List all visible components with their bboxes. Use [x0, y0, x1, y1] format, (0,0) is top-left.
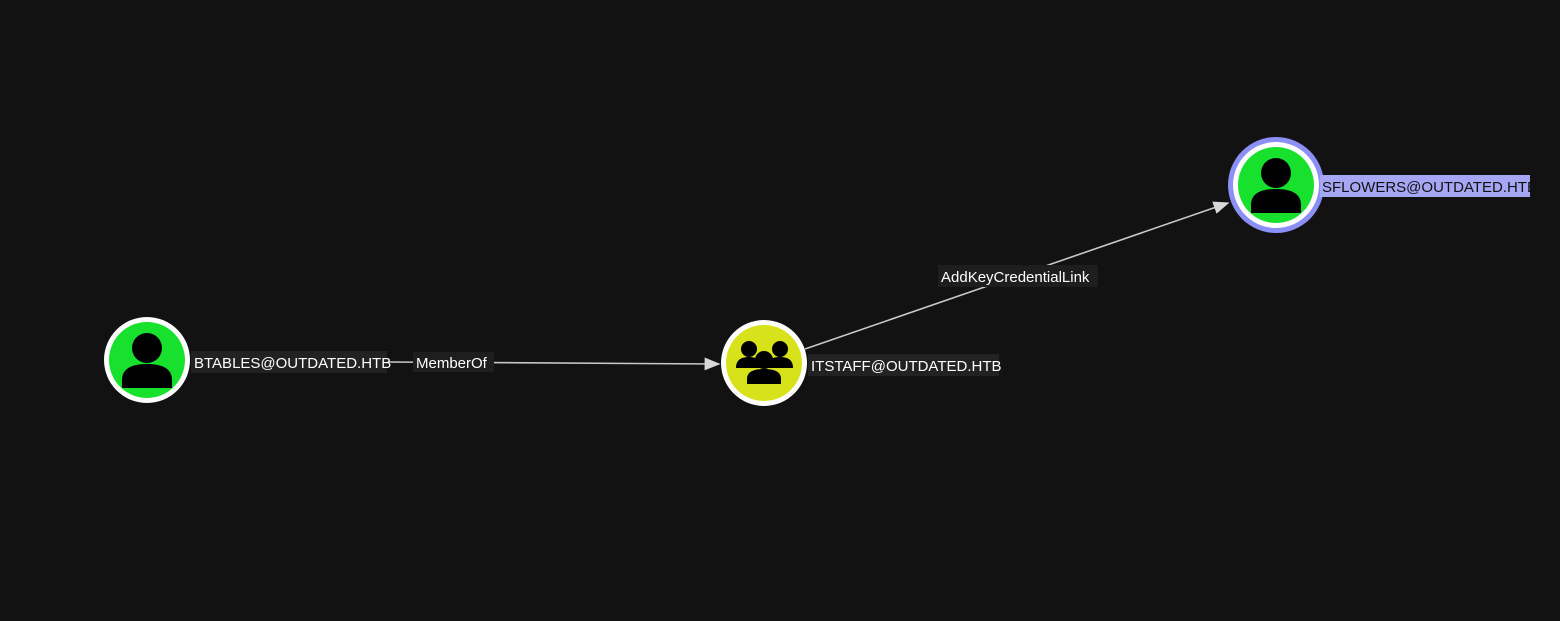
node-label-bg — [808, 354, 999, 376]
node-label-btables: BTABLES@OUTDATED.HTB — [194, 355, 391, 372]
group-icon — [736, 341, 793, 384]
user-icon — [1251, 158, 1301, 213]
node-itstaff[interactable]: ITSTAFF@OUTDATED.HTB — [721, 320, 1002, 406]
edge-addkeycredentiallink[interactable]: AddKeyCredentialLink — [804, 201, 1230, 350]
node-label-itstaff: ITSTAFF@OUTDATED.HTB — [811, 358, 1002, 375]
node-sflowers[interactable]: SFLOWERS@OUTDATED.HTB — [1228, 137, 1537, 233]
node-label-bg — [191, 351, 387, 373]
node-btables[interactable]: BTABLES@OUTDATED.HTB — [104, 317, 391, 403]
edge-label-memberof: MemberOf — [416, 355, 488, 372]
edge-label-addkeycredentiallink: AddKeyCredentialLink — [941, 269, 1090, 286]
edge-memberof[interactable]: MemberOf — [387, 352, 721, 372]
node-label-bg-selected — [1320, 175, 1530, 197]
edge-label-bg — [938, 265, 1098, 287]
user-icon — [122, 333, 172, 388]
node-label-sflowers: SFLOWERS@OUTDATED.HTB — [1322, 179, 1537, 196]
edge-label-bg — [413, 352, 494, 372]
